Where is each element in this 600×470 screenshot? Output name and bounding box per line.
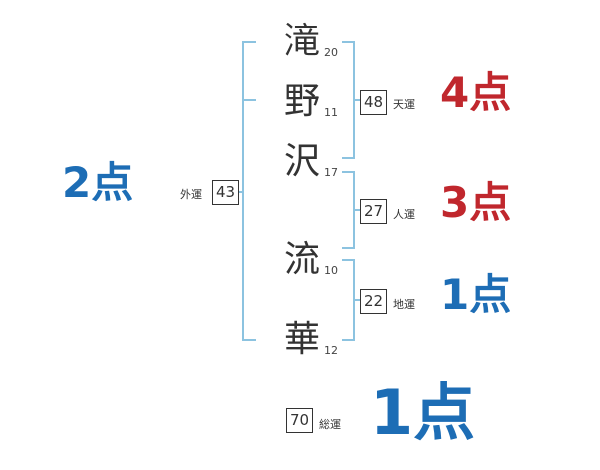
jinun-bracket [342,171,355,249]
name-char-2: 野 [284,81,321,122]
tenun-score: 4点 [440,68,512,117]
chiun-score: 1点 [440,270,512,319]
stroke-count-5: 12 [324,344,338,357]
outer-bracket [242,41,256,341]
jinun-score: 3点 [440,178,512,227]
stroke-count-2: 11 [324,106,338,119]
stroke-count-1: 20 [324,46,338,59]
souun-label: 総運 [319,418,341,431]
gaiun-label: 外運 [180,188,202,201]
souun-value-box: 70 [286,408,313,433]
name-char-4: 流 [284,239,321,280]
tenun-value-box: 48 [360,90,387,115]
name-char-1: 滝 [284,21,321,62]
jinun-value-box: 27 [360,199,387,224]
stroke-count-4: 10 [324,264,338,277]
souun-score: 1点 [370,376,476,449]
tenun-label: 天運 [393,98,415,111]
tenun-bracket [342,41,355,159]
stroke-count-3: 17 [324,166,338,179]
chiun-label: 地運 [393,298,415,311]
gaiun-score: 2点 [62,158,134,207]
jinun-label: 人運 [393,208,415,221]
gaiun-value-box: 43 [212,180,239,205]
name-char-5: 華 [284,319,321,360]
name-char-3: 沢 [284,141,321,182]
chiun-bracket [342,259,355,341]
chiun-value-box: 22 [360,289,387,314]
